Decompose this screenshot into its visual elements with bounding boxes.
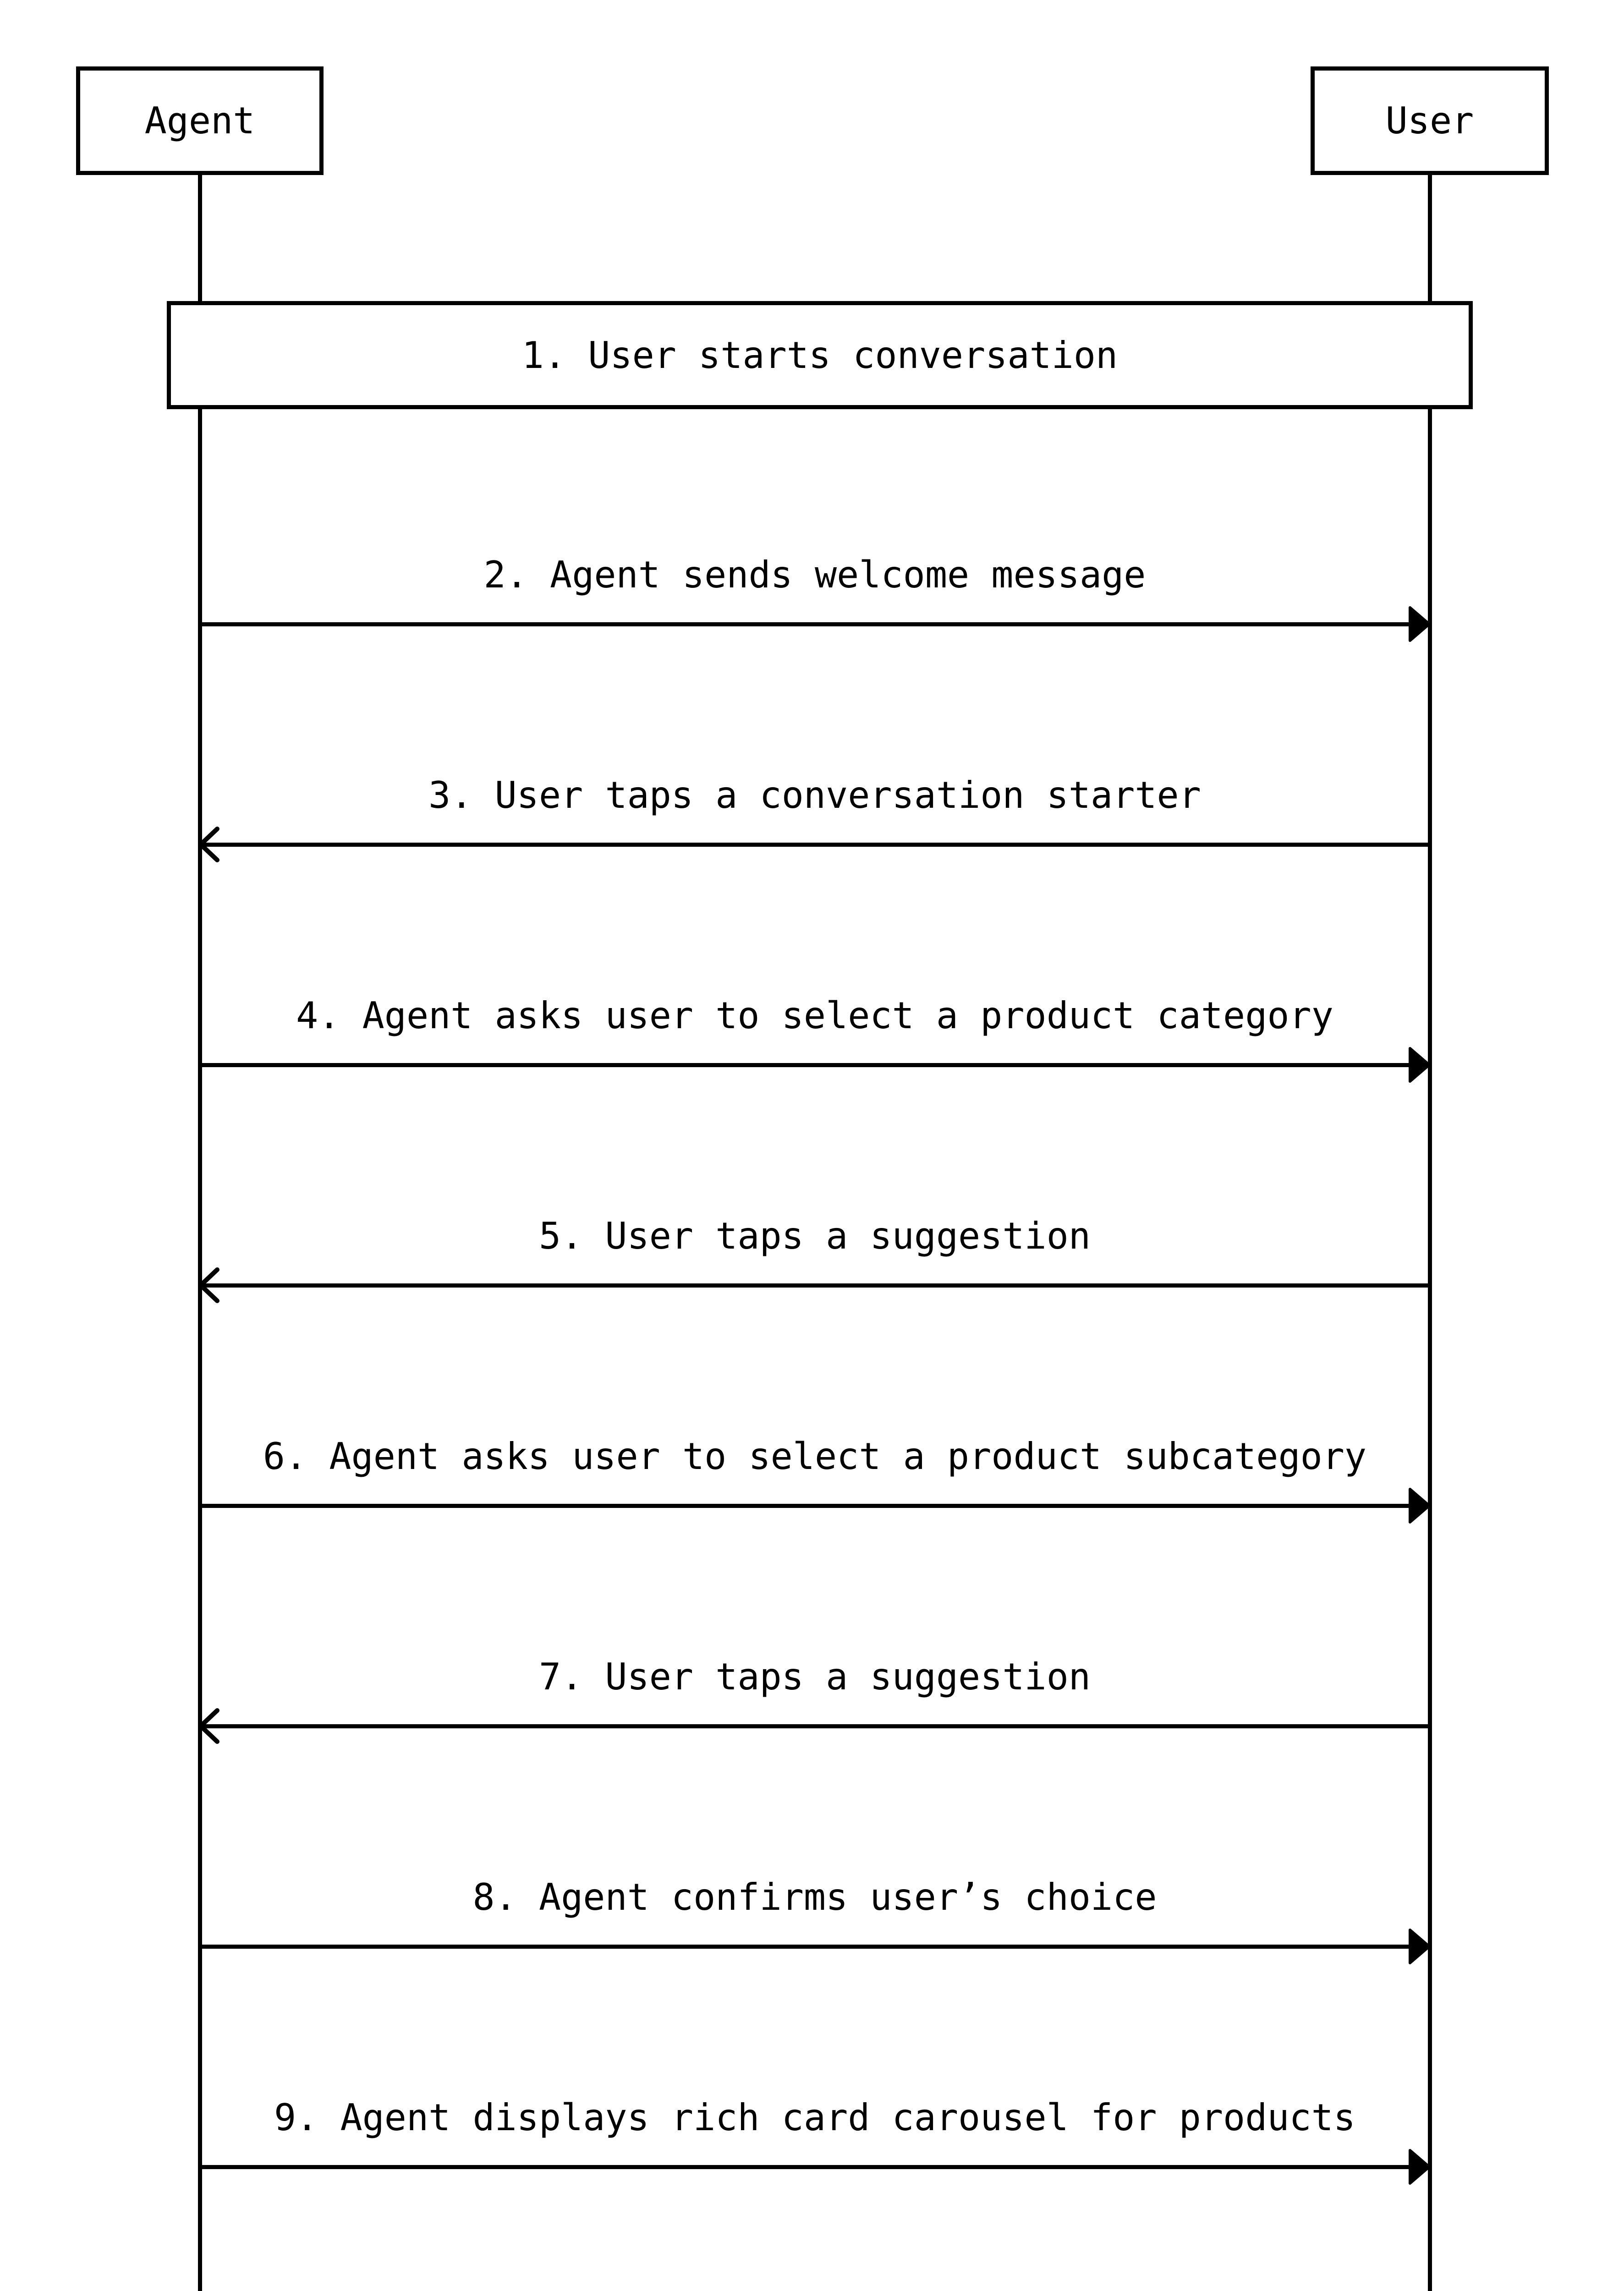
message-arrow-line — [200, 1724, 1430, 1728]
message-label: 7. User taps a suggestion — [538, 1655, 1091, 1698]
arrowhead-filled-icon — [1409, 2149, 1431, 2185]
actor-label-user: User — [1385, 99, 1474, 142]
message-arrow-line — [200, 1504, 1430, 1508]
actor-box-agent-top: Agent — [76, 66, 324, 175]
message-label: 5. User taps a suggestion — [538, 1215, 1091, 1257]
message-label: 8. Agent confirms user’s choice — [472, 1876, 1157, 1918]
message-label: 4. Agent asks user to select a product c… — [296, 994, 1333, 1037]
arrowhead-open-icon — [198, 1267, 219, 1303]
arrowhead-filled-icon — [1409, 1047, 1431, 1083]
user-lifeline — [1428, 175, 1432, 2291]
message-label: 2. Agent sends welcome message — [483, 554, 1146, 596]
message-arrow-line — [200, 1063, 1430, 1067]
actor-box-user-top: User — [1311, 66, 1549, 175]
message-arrow-line — [200, 843, 1430, 847]
message-arrow-line — [200, 2165, 1430, 2169]
arrowhead-open-icon — [198, 827, 219, 862]
arrowhead-open-icon — [198, 1708, 219, 1744]
message-arrow-line — [200, 622, 1430, 626]
message-arrow-line — [200, 1283, 1430, 1288]
message-label: 3. User taps a conversation starter — [428, 774, 1201, 817]
message-label: 6. Agent asks user to select a product s… — [263, 1435, 1367, 1478]
arrowhead-filled-icon — [1409, 606, 1431, 642]
message-arrow-line — [200, 1945, 1430, 1949]
actor-label-agent: Agent — [144, 99, 255, 142]
message-label: 9. Agent displays rich card carousel for… — [274, 2096, 1356, 2139]
note-label: 1. User starts conversation — [521, 334, 1118, 377]
note-box: 1. User starts conversation — [167, 301, 1473, 409]
agent-lifeline — [198, 175, 202, 2291]
arrowhead-filled-icon — [1409, 1488, 1431, 1524]
arrowhead-filled-icon — [1409, 1929, 1431, 1964]
